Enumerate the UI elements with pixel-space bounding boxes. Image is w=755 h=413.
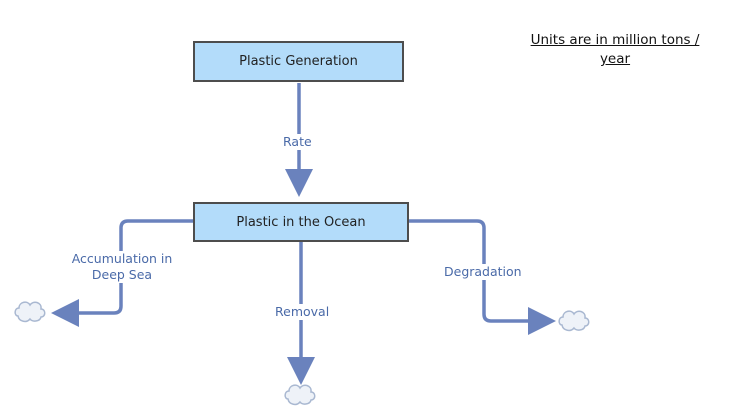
cloud-sink-icon-bottom: [284, 384, 316, 406]
stock-plastic-generation-label: Plastic Generation: [239, 54, 358, 69]
flow-label-rate: Rate: [280, 134, 315, 150]
flow-label-accumulation: Accumulation in Deep Sea: [64, 251, 180, 283]
units-note: Units are in million tons / year: [530, 32, 700, 67]
stock-plastic-generation[interactable]: Plastic Generation: [193, 41, 404, 82]
stock-plastic-in-ocean[interactable]: Plastic in the Ocean: [193, 202, 409, 242]
flow-label-degradation: Degradation: [441, 264, 525, 280]
cloud-sink-icon-left: [14, 301, 46, 323]
stock-plastic-in-ocean-label: Plastic in the Ocean: [236, 214, 366, 230]
cloud-sink-icon-right: [558, 310, 590, 332]
flow-label-removal: Removal: [272, 304, 333, 320]
